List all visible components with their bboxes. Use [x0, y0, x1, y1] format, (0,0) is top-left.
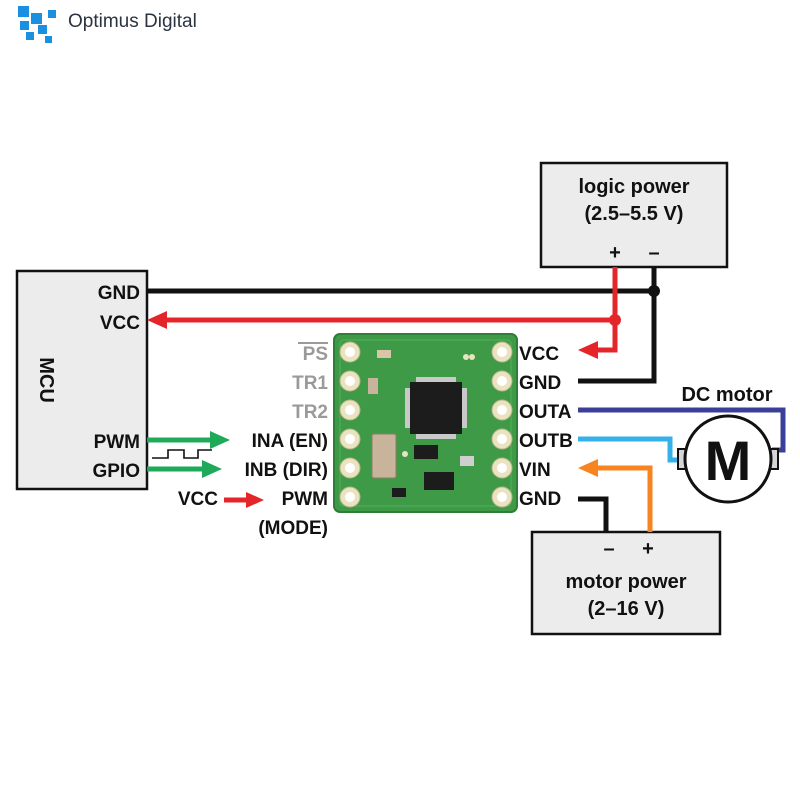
pcb-outline — [339, 339, 512, 507]
gnd-wire-driver — [578, 267, 657, 384]
mcu-label: MCU — [35, 357, 57, 403]
vcc-mcu-arrowhead — [147, 311, 167, 329]
motor-gnd-wire — [578, 496, 609, 532]
smd-component — [460, 456, 474, 466]
brand-name: Optimus Digital — [68, 11, 197, 32]
mosfet — [414, 445, 438, 459]
pwm-waveform-icon — [152, 449, 212, 459]
pin-outa-label: OUTA — [519, 402, 572, 423]
outb-wire — [578, 436, 684, 463]
ic-pins — [416, 434, 456, 439]
pin-inb-label: INB (DIR) — [245, 460, 328, 481]
logic-power-voltage: (2.5–5.5 V) — [585, 203, 684, 225]
motor-power-plus: + — [642, 538, 654, 560]
logic-power-minus: – — [648, 242, 659, 264]
pin-outb-label: OUTB — [519, 431, 573, 452]
pin-vin-label: VIN — [519, 460, 551, 481]
driver-ic — [410, 382, 462, 434]
logo-square — [20, 21, 29, 30]
motor-power-minus: – — [603, 538, 614, 560]
vin-wire — [596, 465, 653, 532]
vin-arrowhead — [578, 459, 598, 477]
ic-pins — [462, 388, 467, 428]
smd-component — [377, 350, 391, 358]
vcc-arrowhead — [578, 341, 598, 359]
ic-pins — [405, 388, 410, 428]
mcu-gpio-label: GPIO — [92, 461, 140, 482]
logo-square — [45, 36, 52, 43]
mcu-gnd-label: GND — [98, 283, 140, 304]
pin-ps-label: PS — [303, 344, 328, 365]
dc-motor-label: DC motor — [681, 384, 772, 406]
motor-symbol: M — [705, 429, 752, 492]
mode-arrowhead — [246, 492, 264, 508]
pin-gnd2-label: GND — [519, 489, 561, 510]
left-pin-header — [339, 341, 361, 508]
logo-square — [38, 25, 47, 34]
smd-component — [368, 378, 378, 394]
smd-component — [392, 488, 406, 497]
pin-tr2-label: TR2 — [292, 402, 328, 423]
mcu-pwm-label: PWM — [94, 432, 140, 453]
motor-power-voltage: (2–16 V) — [588, 598, 665, 620]
mode-vcc-label: VCC — [178, 489, 218, 510]
gnd-junction — [648, 285, 660, 297]
via — [469, 354, 475, 360]
vcc-wire-driver — [596, 267, 618, 353]
logic-power-plus: + — [609, 242, 621, 264]
pin-pwm-label: PWM — [282, 489, 328, 510]
pin-vcc-label: VCC — [519, 344, 559, 365]
ic-pins — [416, 377, 456, 382]
mcu-vcc-label: VCC — [100, 313, 140, 334]
logo-square — [18, 6, 29, 17]
gpio-arrowhead — [202, 460, 222, 478]
capacitor — [371, 433, 397, 479]
motor-power-box — [530, 530, 722, 636]
driver-board — [333, 333, 518, 513]
via — [463, 354, 469, 360]
logo-square — [48, 10, 56, 18]
logic-power-title: logic power — [578, 176, 689, 198]
pin-gnd-label: GND — [519, 373, 561, 394]
mosfet — [424, 472, 454, 490]
logo-square — [26, 32, 34, 40]
brand-logo — [18, 6, 56, 43]
dc-motor-icon — [677, 414, 779, 504]
right-pin-header — [491, 341, 513, 508]
pwm-arrowhead — [210, 431, 230, 449]
vcc-junction — [609, 314, 621, 326]
pin-ina-label: INA (EN) — [252, 431, 328, 452]
logo-square — [31, 13, 42, 24]
pin-mode-label: (MODE) — [258, 518, 328, 539]
logic-power-box — [539, 161, 729, 269]
mcu-box — [15, 269, 149, 491]
via — [402, 451, 408, 457]
motor-power-title: motor power — [565, 571, 686, 593]
pin-tr1-label: TR1 — [292, 373, 328, 394]
